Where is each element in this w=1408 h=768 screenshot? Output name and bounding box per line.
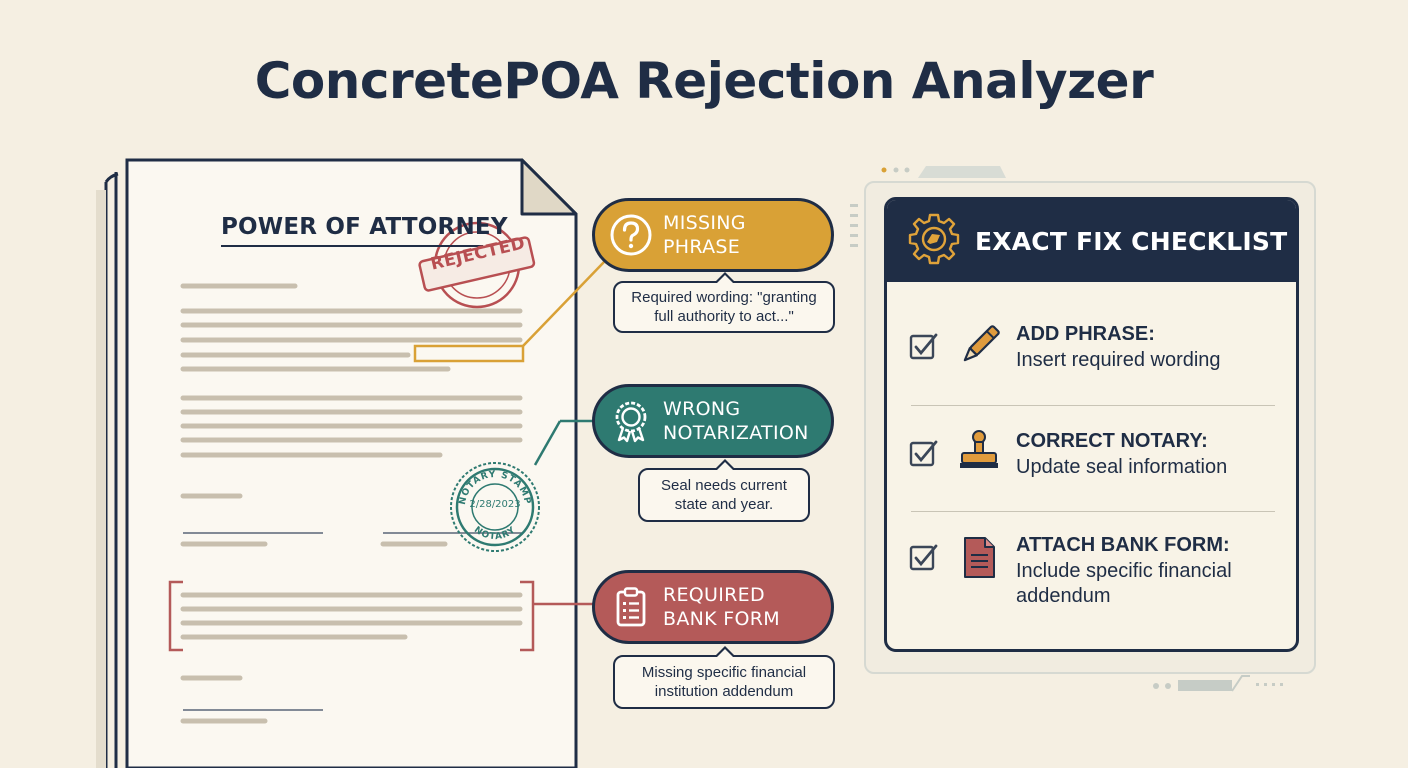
gear-icon bbox=[907, 212, 961, 271]
notary-stamp-date: 2/28/2023 bbox=[469, 499, 521, 510]
text-lines-2 bbox=[180, 395, 523, 547]
checklist-item-title: ATTACH BANK FORM: bbox=[1016, 534, 1230, 556]
page-title: ConcretePOA Rejection Analyzer bbox=[254, 52, 1154, 110]
checklist-header: EXACT FIX CHECKLIST bbox=[887, 200, 1296, 282]
checklist-item-title: CORRECT NOTARY: bbox=[1016, 430, 1208, 452]
panel-decor bbox=[850, 166, 1283, 692]
seal-icon bbox=[609, 399, 653, 443]
checklist-item-title: ADD PHRASE: bbox=[1016, 323, 1155, 345]
checklist-item-description: Insert required wording bbox=[1016, 349, 1221, 371]
pen-icon bbox=[963, 325, 1000, 362]
bank-form-bracket bbox=[168, 580, 535, 652]
rejected-stamp bbox=[418, 221, 536, 309]
stamp-icon bbox=[960, 430, 998, 468]
issue-wrong-notarization: WRONG NOTARIZATION bbox=[592, 384, 834, 458]
clipboard-icon bbox=[609, 585, 653, 629]
issue-label: REQUIRED BANK FORM bbox=[663, 584, 780, 630]
issue-label: MISSING PHRASE bbox=[663, 212, 746, 258]
question-icon bbox=[609, 213, 653, 257]
issue-detail-missing-phrase: Required wording: "granting full authori… bbox=[613, 272, 835, 333]
text-lines-3 bbox=[180, 592, 523, 724]
issue-label: WRONG NOTARIZATION bbox=[663, 398, 809, 444]
document-heading-underline bbox=[221, 245, 483, 247]
divider bbox=[911, 511, 1275, 512]
checklist-title: EXACT FIX CHECKLIST bbox=[975, 226, 1288, 256]
issue-required-bank-form: REQUIRED BANK FORM bbox=[592, 570, 834, 644]
missing-phrase-highlight bbox=[413, 344, 525, 363]
phrase-connector bbox=[522, 261, 605, 347]
divider bbox=[911, 405, 1275, 406]
document-icon bbox=[964, 537, 995, 578]
text-lines-1 bbox=[180, 283, 523, 372]
issue-detail-required-bank-form: Missing specific financial institution a… bbox=[613, 646, 835, 709]
issue-detail-wrong-notarization: Seal needs current state and year. bbox=[638, 459, 810, 522]
checkbox-checked-icon bbox=[909, 440, 938, 467]
document-heading: POWER OF ATTORNEY bbox=[221, 214, 508, 240]
checkbox-checked-icon bbox=[909, 544, 938, 571]
fix-checklist-panel: EXACT FIX CHECKLIST ADD PHRASE: Insert r… bbox=[884, 197, 1299, 652]
checklist-item-description: Update seal information bbox=[1016, 456, 1228, 478]
checkbox-checked-icon bbox=[909, 333, 938, 360]
checklist-item-description: Include specific financial addendum bbox=[1016, 560, 1232, 607]
issue-missing-phrase: MISSING PHRASE bbox=[592, 198, 834, 272]
